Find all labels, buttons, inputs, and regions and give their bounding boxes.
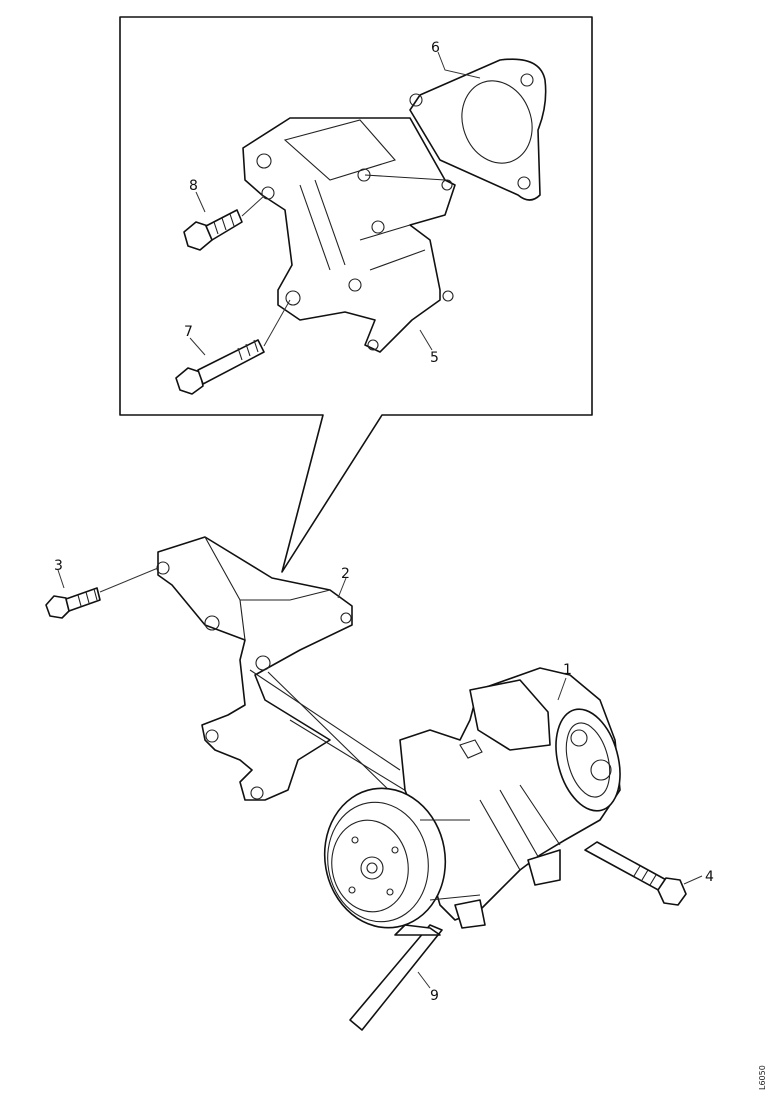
leader-2	[337, 577, 347, 599]
callout-4: 4	[705, 869, 714, 885]
callout-8: 8	[189, 178, 198, 194]
callout-5: 5	[430, 350, 439, 366]
callout-7: 7	[184, 324, 193, 340]
leader-4	[683, 875, 703, 885]
leader-6	[437, 51, 481, 79]
part-9-belt	[267, 671, 471, 1031]
callout-1: 1	[563, 662, 572, 678]
reference-code: L6050	[758, 1065, 767, 1090]
inset-detail-view	[119, 16, 593, 573]
callout-9: 9	[430, 988, 439, 1004]
part-6-gasket	[409, 58, 547, 201]
leader-5	[419, 329, 433, 351]
callout-3: 3	[54, 558, 63, 574]
part-1-compressor	[323, 667, 621, 929]
main-assembly	[45, 536, 703, 1031]
part-4-bolt	[584, 841, 687, 906]
callout-2: 2	[341, 566, 350, 582]
leader-9	[417, 971, 431, 989]
callout-6: 6	[431, 40, 440, 56]
part-3-bolt	[45, 567, 159, 619]
part-8-bolt	[183, 195, 265, 251]
leader-7	[189, 337, 206, 356]
part-5-bracket	[242, 117, 456, 353]
leader-1	[557, 677, 567, 701]
leader-3	[57, 569, 65, 589]
part-2-bracket	[156, 536, 401, 801]
leader-8	[195, 191, 206, 213]
part-7-bolt	[175, 299, 291, 395]
